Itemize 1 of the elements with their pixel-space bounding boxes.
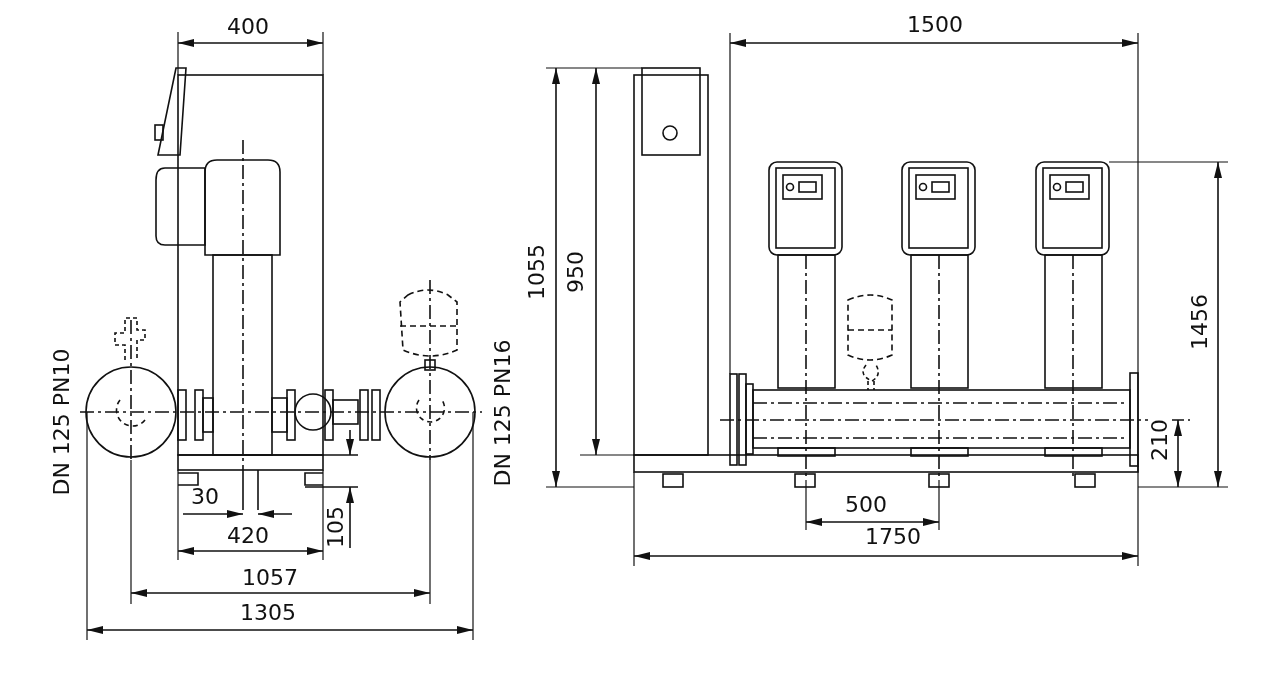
dimension-label: 210 <box>1148 419 1172 461</box>
